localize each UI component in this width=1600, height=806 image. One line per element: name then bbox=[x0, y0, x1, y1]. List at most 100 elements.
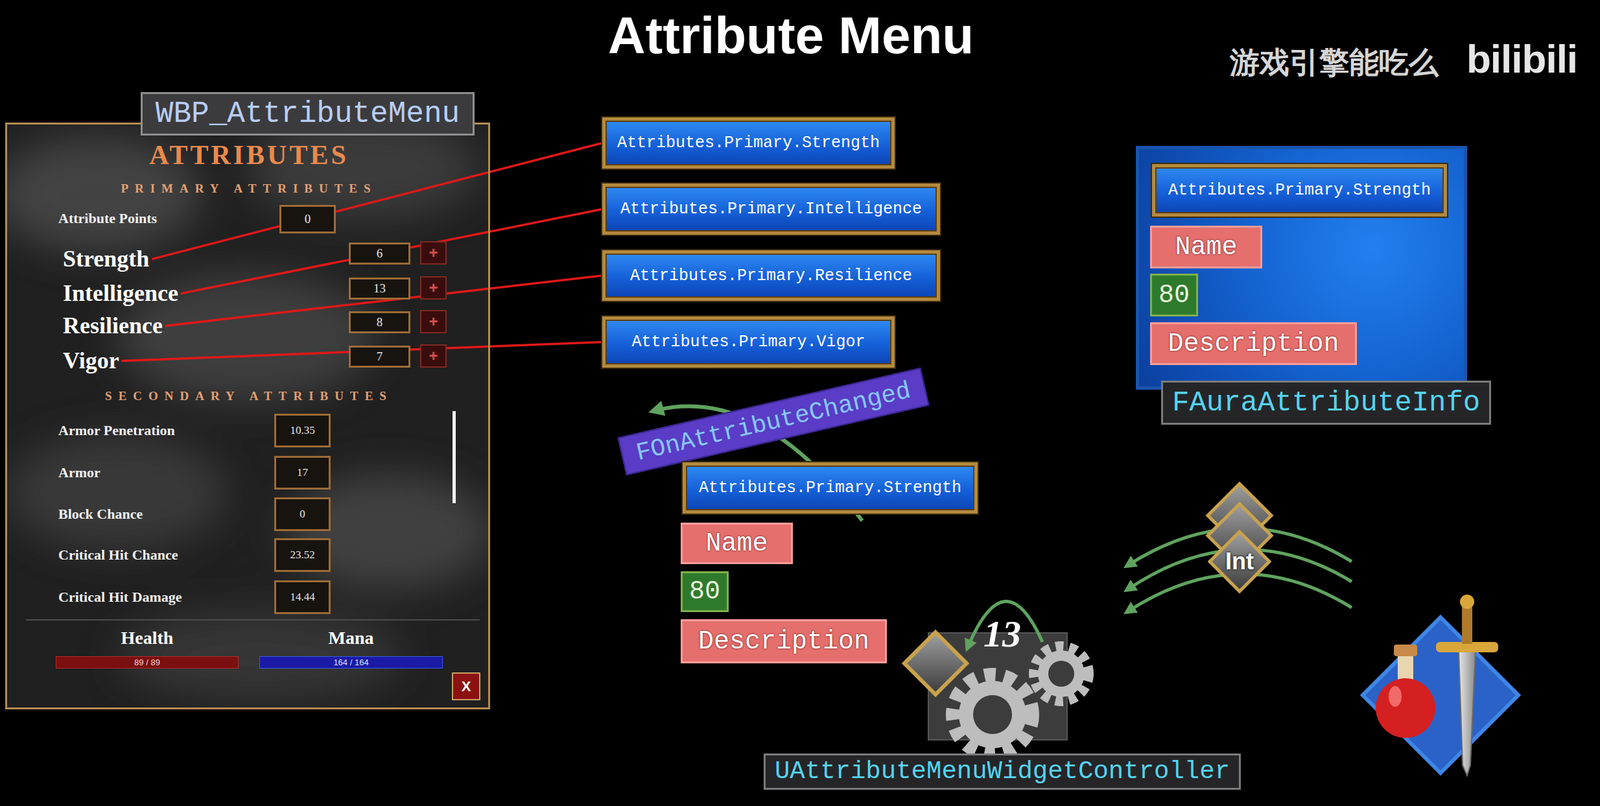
widget-name-tag: WBP_AttributeMenu bbox=[140, 92, 475, 136]
value-box: 17 bbox=[274, 455, 331, 490]
plus-button-text: + bbox=[428, 312, 438, 331]
plus-button-text: + bbox=[428, 243, 438, 262]
potion-sword-icon bbox=[1362, 594, 1519, 776]
panel-divider bbox=[25, 619, 480, 621]
value-box-text: 8 bbox=[376, 315, 384, 330]
plus-button-text: + bbox=[428, 278, 438, 297]
field-box-text: Name bbox=[1174, 232, 1237, 262]
close-button: X bbox=[451, 672, 481, 701]
attribute-name-text: Strength bbox=[62, 245, 150, 273]
panel-clouds bbox=[5, 122, 491, 701]
widget-controller-text: UAttributeMenuWidgetController bbox=[763, 753, 1241, 790]
gameplay-tag-box: Attributes.Primary.Vigor bbox=[602, 316, 895, 368]
gameplay-tag-box: Attributes.Primary.Resilience bbox=[602, 250, 941, 301]
value-box-text: 7 bbox=[376, 349, 384, 364]
attribute-menu-panel-text: Critical Hit Chance bbox=[58, 546, 179, 564]
attribute-menu-panel-text: Attribute Points bbox=[58, 210, 157, 227]
field-box: Name bbox=[1150, 225, 1263, 269]
value-box-text: 0 bbox=[299, 507, 306, 521]
value-box: 8 bbox=[348, 311, 411, 334]
widget-controller: UAttributeMenuWidgetController bbox=[764, 632, 1240, 791]
value-box-text: 10.35 bbox=[289, 423, 315, 437]
value-field-box-text: 80 bbox=[1158, 280, 1190, 310]
delegate-banner-text: FOnAttributeChanged bbox=[633, 376, 914, 467]
attribute-menu-panel-text: ATTRIBUTES bbox=[149, 139, 349, 171]
gameplay-tag-box-text: Attributes.Primary.Intelligence bbox=[620, 199, 922, 219]
resource-bar: Health 89 / 89 bbox=[55, 627, 239, 669]
value-box-text: 0 bbox=[304, 211, 312, 227]
attribute-name-text: Vigor bbox=[62, 346, 120, 375]
attribute-gem-small bbox=[904, 632, 967, 695]
struct-card-text: FAuraAttributeInfo bbox=[1161, 380, 1492, 425]
gameplay-tag-box: Attributes.Primary.Strength bbox=[602, 117, 895, 169]
widget-name-tag-text: WBP_AttributeMenu bbox=[155, 97, 460, 131]
value-box-text: 23.52 bbox=[289, 548, 315, 562]
gameplay-tag-box-text: Attributes.Primary.Strength bbox=[1168, 180, 1431, 200]
plus-button: + bbox=[420, 344, 447, 368]
plus-button: + bbox=[420, 276, 447, 300]
resource-bar: Mana 164 / 164 bbox=[259, 627, 443, 669]
plus-button: + bbox=[420, 241, 447, 265]
attribute-menu-panel: ATTRIBUTES PRIMARY ATTRIBUTES Attribute Po… bbox=[5, 122, 491, 710]
attribute-menu-panel-text: SECONDARY ATTRIBUTES bbox=[105, 388, 393, 404]
attribute-gem: Int bbox=[1207, 529, 1272, 594]
watermark: 游戏引擎能吃么 bbox=[1229, 42, 1439, 83]
struct-card: FAuraAttributeInfo Attributes.Primary.Str… bbox=[1135, 145, 1495, 425]
attribute-name-text: Intelligence bbox=[62, 279, 179, 308]
value-box: 23.52 bbox=[274, 538, 331, 572]
attribute-gem-text: Int bbox=[1225, 547, 1254, 576]
attribute-name: Intelligence bbox=[60, 279, 181, 308]
attribute-name-text: Resilience bbox=[62, 311, 163, 340]
value-box-text: 13 bbox=[373, 281, 386, 296]
value-box-text: 14.44 bbox=[289, 590, 315, 604]
page-title: Attribute Menu bbox=[608, 7, 974, 65]
delegate-banner: FOnAttributeChanged bbox=[617, 367, 930, 476]
attribute-menu-panel-text: PRIMARY ATTRIBUTES bbox=[120, 181, 377, 196]
value-box: 0 bbox=[274, 497, 331, 531]
field-box: Name bbox=[680, 522, 793, 565]
attribute-name: Vigor bbox=[60, 346, 122, 375]
value-box: 0 bbox=[279, 204, 336, 234]
attribute-name: Resilience bbox=[60, 311, 166, 340]
callout-number: 13 bbox=[983, 615, 1022, 653]
close-button-text: X bbox=[461, 678, 472, 695]
field-box-text: Description bbox=[698, 626, 870, 657]
gameplay-tag-box: Attributes.Primary.Strength bbox=[1152, 164, 1448, 217]
resource-bar-fill: 164 / 164 bbox=[259, 656, 443, 669]
gear-icon bbox=[953, 646, 1089, 754]
gem-outline bbox=[1209, 531, 1270, 592]
value-box: 14.44 bbox=[274, 580, 331, 614]
resource-bar-fill: 89 / 89 bbox=[55, 656, 239, 669]
gameplay-tag-box-text: Attributes.Primary.Strength bbox=[698, 478, 962, 498]
value-field-box: 80 bbox=[680, 571, 729, 612]
resource-bar-text: 164 / 164 bbox=[333, 656, 369, 668]
field-box: Description bbox=[680, 619, 887, 664]
attribute-menu-panel-text: Block Chance bbox=[58, 505, 143, 523]
gameplay-tag-box-text: Attributes.Primary.Resilience bbox=[630, 266, 913, 286]
gameplay-tag-box: Attributes.Primary.Intelligence bbox=[602, 183, 941, 235]
resource-bar-text: Mana bbox=[259, 627, 443, 649]
field-box-text: Name bbox=[705, 529, 768, 559]
gameplay-tag-box: Attributes.Primary.Strength bbox=[682, 462, 978, 514]
attribute-name: Strength bbox=[60, 245, 152, 273]
field-box-text: Description bbox=[1167, 329, 1339, 359]
attribute-menu-panel-text: Armor Penetration bbox=[58, 422, 176, 439]
plus-button-text: + bbox=[428, 346, 438, 365]
watermark: bilibili bbox=[1466, 35, 1578, 82]
resource-bar-text: Health bbox=[55, 627, 239, 649]
attribute-menu-panel-text: Critical Hit Damage bbox=[58, 588, 183, 606]
value-box: 10.35 bbox=[274, 413, 331, 448]
value-box-text: 6 bbox=[376, 246, 384, 261]
scroll-bar bbox=[452, 411, 456, 504]
value-box: 7 bbox=[348, 345, 411, 368]
value-field-box-text: 80 bbox=[689, 576, 721, 607]
resource-bar-text: 89 / 89 bbox=[134, 656, 161, 668]
value-box-text: 17 bbox=[296, 466, 308, 480]
value-field-box: 80 bbox=[1150, 273, 1199, 317]
value-box: 6 bbox=[348, 242, 411, 265]
plus-button: + bbox=[420, 309, 447, 334]
gameplay-tag-box-text: Attributes.Primary.Vigor bbox=[631, 332, 865, 352]
value-box: 13 bbox=[348, 277, 411, 300]
field-box: Description bbox=[1150, 322, 1357, 365]
attribute-menu-panel-text: Armor bbox=[58, 464, 101, 482]
